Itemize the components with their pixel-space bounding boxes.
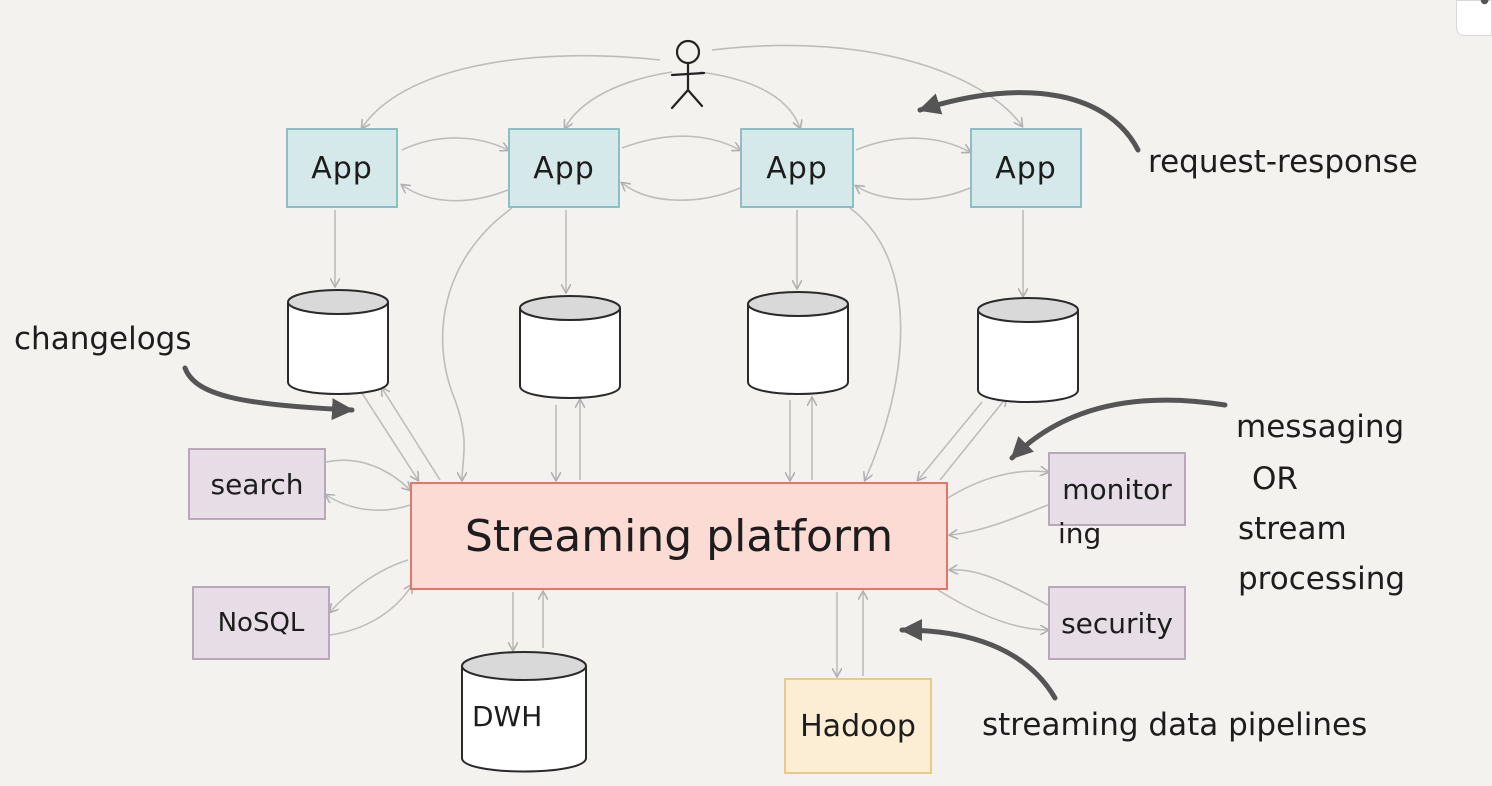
corner-widget[interactable]: ● <box>1456 0 1492 36</box>
annotation-arrows <box>182 90 1228 701</box>
monitoring-label: monitor <box>1062 472 1172 506</box>
app-box-1: App <box>286 128 398 208</box>
security-box: security <box>1048 586 1186 660</box>
dwh-cylinder-icon <box>461 651 587 773</box>
user-to-app-arrows <box>362 44 1022 128</box>
request-response-annotation: request-response <box>1148 144 1418 180</box>
corner-dot-icon: ● <box>1480 0 1489 6</box>
messaging-annotation-line4: processing <box>1238 561 1406 597</box>
streaming-platform-box: Streaming platform <box>410 482 948 590</box>
platform-to-store-arrows <box>513 592 863 676</box>
database-cylinder-icon <box>519 295 621 399</box>
pipelines-annotation: streaming data pipelines <box>982 707 1368 743</box>
search-box: search <box>188 448 326 520</box>
hadoop-box: Hadoop <box>784 678 932 774</box>
streaming-platform-label: Streaming platform <box>464 510 894 562</box>
nosql-label: NoSQL <box>217 608 305 638</box>
security-label: security <box>1061 606 1173 640</box>
app-box-4: App <box>970 128 1082 208</box>
monitoring-box: monitor <box>1048 452 1186 526</box>
changelogs-annotation: changelogs <box>14 321 192 357</box>
tool-to-platform-arrows <box>326 459 1048 636</box>
db-to-platform-arrows <box>359 388 1006 480</box>
app-label: App <box>766 150 828 186</box>
dwh-label: DWH <box>472 700 543 733</box>
search-label: search <box>210 467 304 501</box>
app-label: App <box>311 150 373 186</box>
messaging-annotation-line2: OR <box>1252 461 1298 497</box>
app-box-2: App <box>508 128 620 208</box>
messaging-annotation-line3: stream <box>1238 511 1347 547</box>
app-to-app-arrows <box>402 135 970 202</box>
app-to-db-arrows <box>335 210 1023 296</box>
hadoop-label: Hadoop <box>800 708 916 744</box>
database-cylinder-icon <box>977 297 1079 403</box>
app-label: App <box>995 150 1057 186</box>
app-label: App <box>533 150 595 186</box>
app-box-3: App <box>740 128 854 208</box>
messaging-annotation-line1: messaging <box>1236 409 1405 445</box>
user-icon <box>670 39 706 110</box>
database-cylinder-icon <box>287 289 389 395</box>
pipelines-arrow <box>899 619 1058 701</box>
nosql-box: NoSQL <box>192 586 330 660</box>
monitoring-label-wrap: ing <box>1058 517 1102 550</box>
database-cylinder-icon <box>747 291 849 395</box>
messaging-arrow <box>1009 397 1228 461</box>
database-cylinders <box>287 289 1079 773</box>
changelogs-arrow <box>182 365 355 421</box>
request-response-arrow <box>917 90 1141 153</box>
app-to-platform-arrows <box>441 207 902 480</box>
